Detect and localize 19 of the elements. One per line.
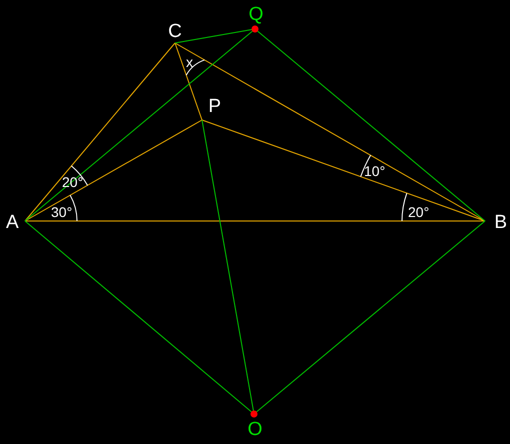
line-segment: [24, 28, 256, 222]
point-label: Q: [248, 5, 264, 24]
angle-label: 30°: [51, 205, 72, 219]
point-label: P: [208, 97, 221, 116]
point-label: C: [168, 22, 182, 41]
angle-label: x: [186, 55, 193, 69]
line-segment: [24, 220, 254, 414]
point-label: A: [6, 212, 19, 232]
line-segment: [254, 28, 486, 222]
line-segment: [174, 42, 202, 120]
line-segment: [24, 42, 176, 222]
line-segment: [202, 120, 486, 222]
line-segment: [24, 120, 202, 222]
point-label: O: [248, 420, 262, 439]
line-segment: [254, 220, 486, 414]
point-label: B: [494, 212, 507, 232]
line-segment: [24, 220, 486, 222]
angle-label: 10°: [364, 164, 386, 178]
angle-label: 20°: [408, 205, 430, 219]
